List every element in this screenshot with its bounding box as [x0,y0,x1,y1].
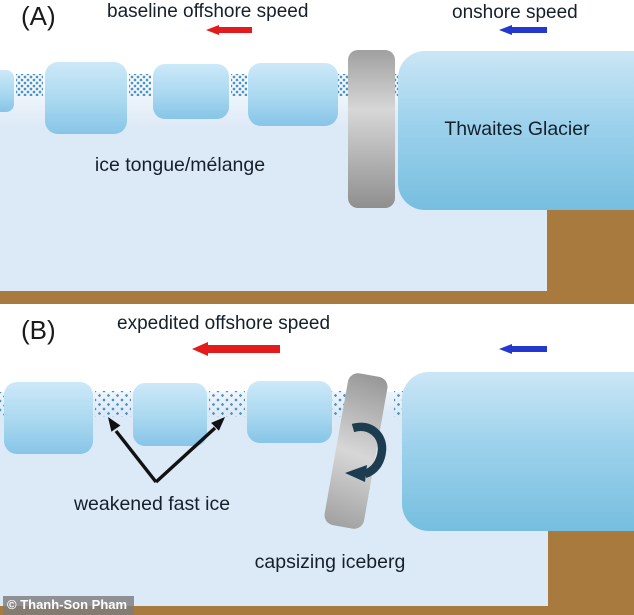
arrow-head-icon [499,25,512,35]
onshore-speed-arrow-a [499,24,547,36]
melange-dots [231,74,247,96]
ice-block [153,64,229,119]
iceberg-a [348,50,395,208]
panel-b-tag: (B) [21,315,56,345]
seafloor-strip-a [0,291,634,304]
fast-ice-label: weakened fast ice [73,493,231,515]
glacier-label-a: Thwaites Glacier [444,118,590,140]
ice-block [0,70,14,112]
ice-block [247,381,332,443]
offshore-speed-arrow-b [192,342,280,356]
arrow-shaft [208,345,280,353]
bedrock-step-b [548,531,634,615]
weakened-fast-ice-dots [0,392,5,416]
arrow-shaft [219,26,252,33]
offshore-speed-label-b: expedited offshore speed [117,313,331,334]
arrow-head-icon [206,24,219,35]
melange-dots [16,74,43,96]
weakened-fast-ice-dots [95,391,131,417]
credit-watermark: © Thanh-Son Pham [3,596,135,615]
ice-block [4,382,93,454]
ice-tongue-label: ice tongue/mélange [94,154,266,176]
weakened-fast-ice-dots [394,391,403,417]
bedrock-step-a [547,208,634,304]
capsizing-iceberg-label: capsizing iceberg [254,551,406,573]
arrow-shaft [512,346,547,352]
thwaites-glacier-b [402,372,634,531]
onshore-speed-label-a: onshore speed [452,2,578,23]
melange-dots [338,74,348,96]
arrow-shaft [512,27,547,33]
offshore-speed-arrow-a [206,24,252,35]
offshore-speed-label-a: baseline offshore speed [107,1,309,22]
ice-block [133,383,207,446]
ice-block [45,62,127,134]
rotation-arrow-icon [345,422,387,482]
panel-a-tag: (A) [21,1,56,31]
onshore-speed-arrow-b [499,343,547,355]
weakened-fast-ice-dots [209,391,245,417]
seafloor-strip-b [0,606,634,615]
arrow-head-icon [192,342,208,356]
thwaites-glacier-a [398,51,634,210]
pointer-arrows-icon [108,417,225,484]
arrow-head-icon [499,344,512,354]
melange-dots [129,74,151,96]
ice-block [248,63,338,126]
